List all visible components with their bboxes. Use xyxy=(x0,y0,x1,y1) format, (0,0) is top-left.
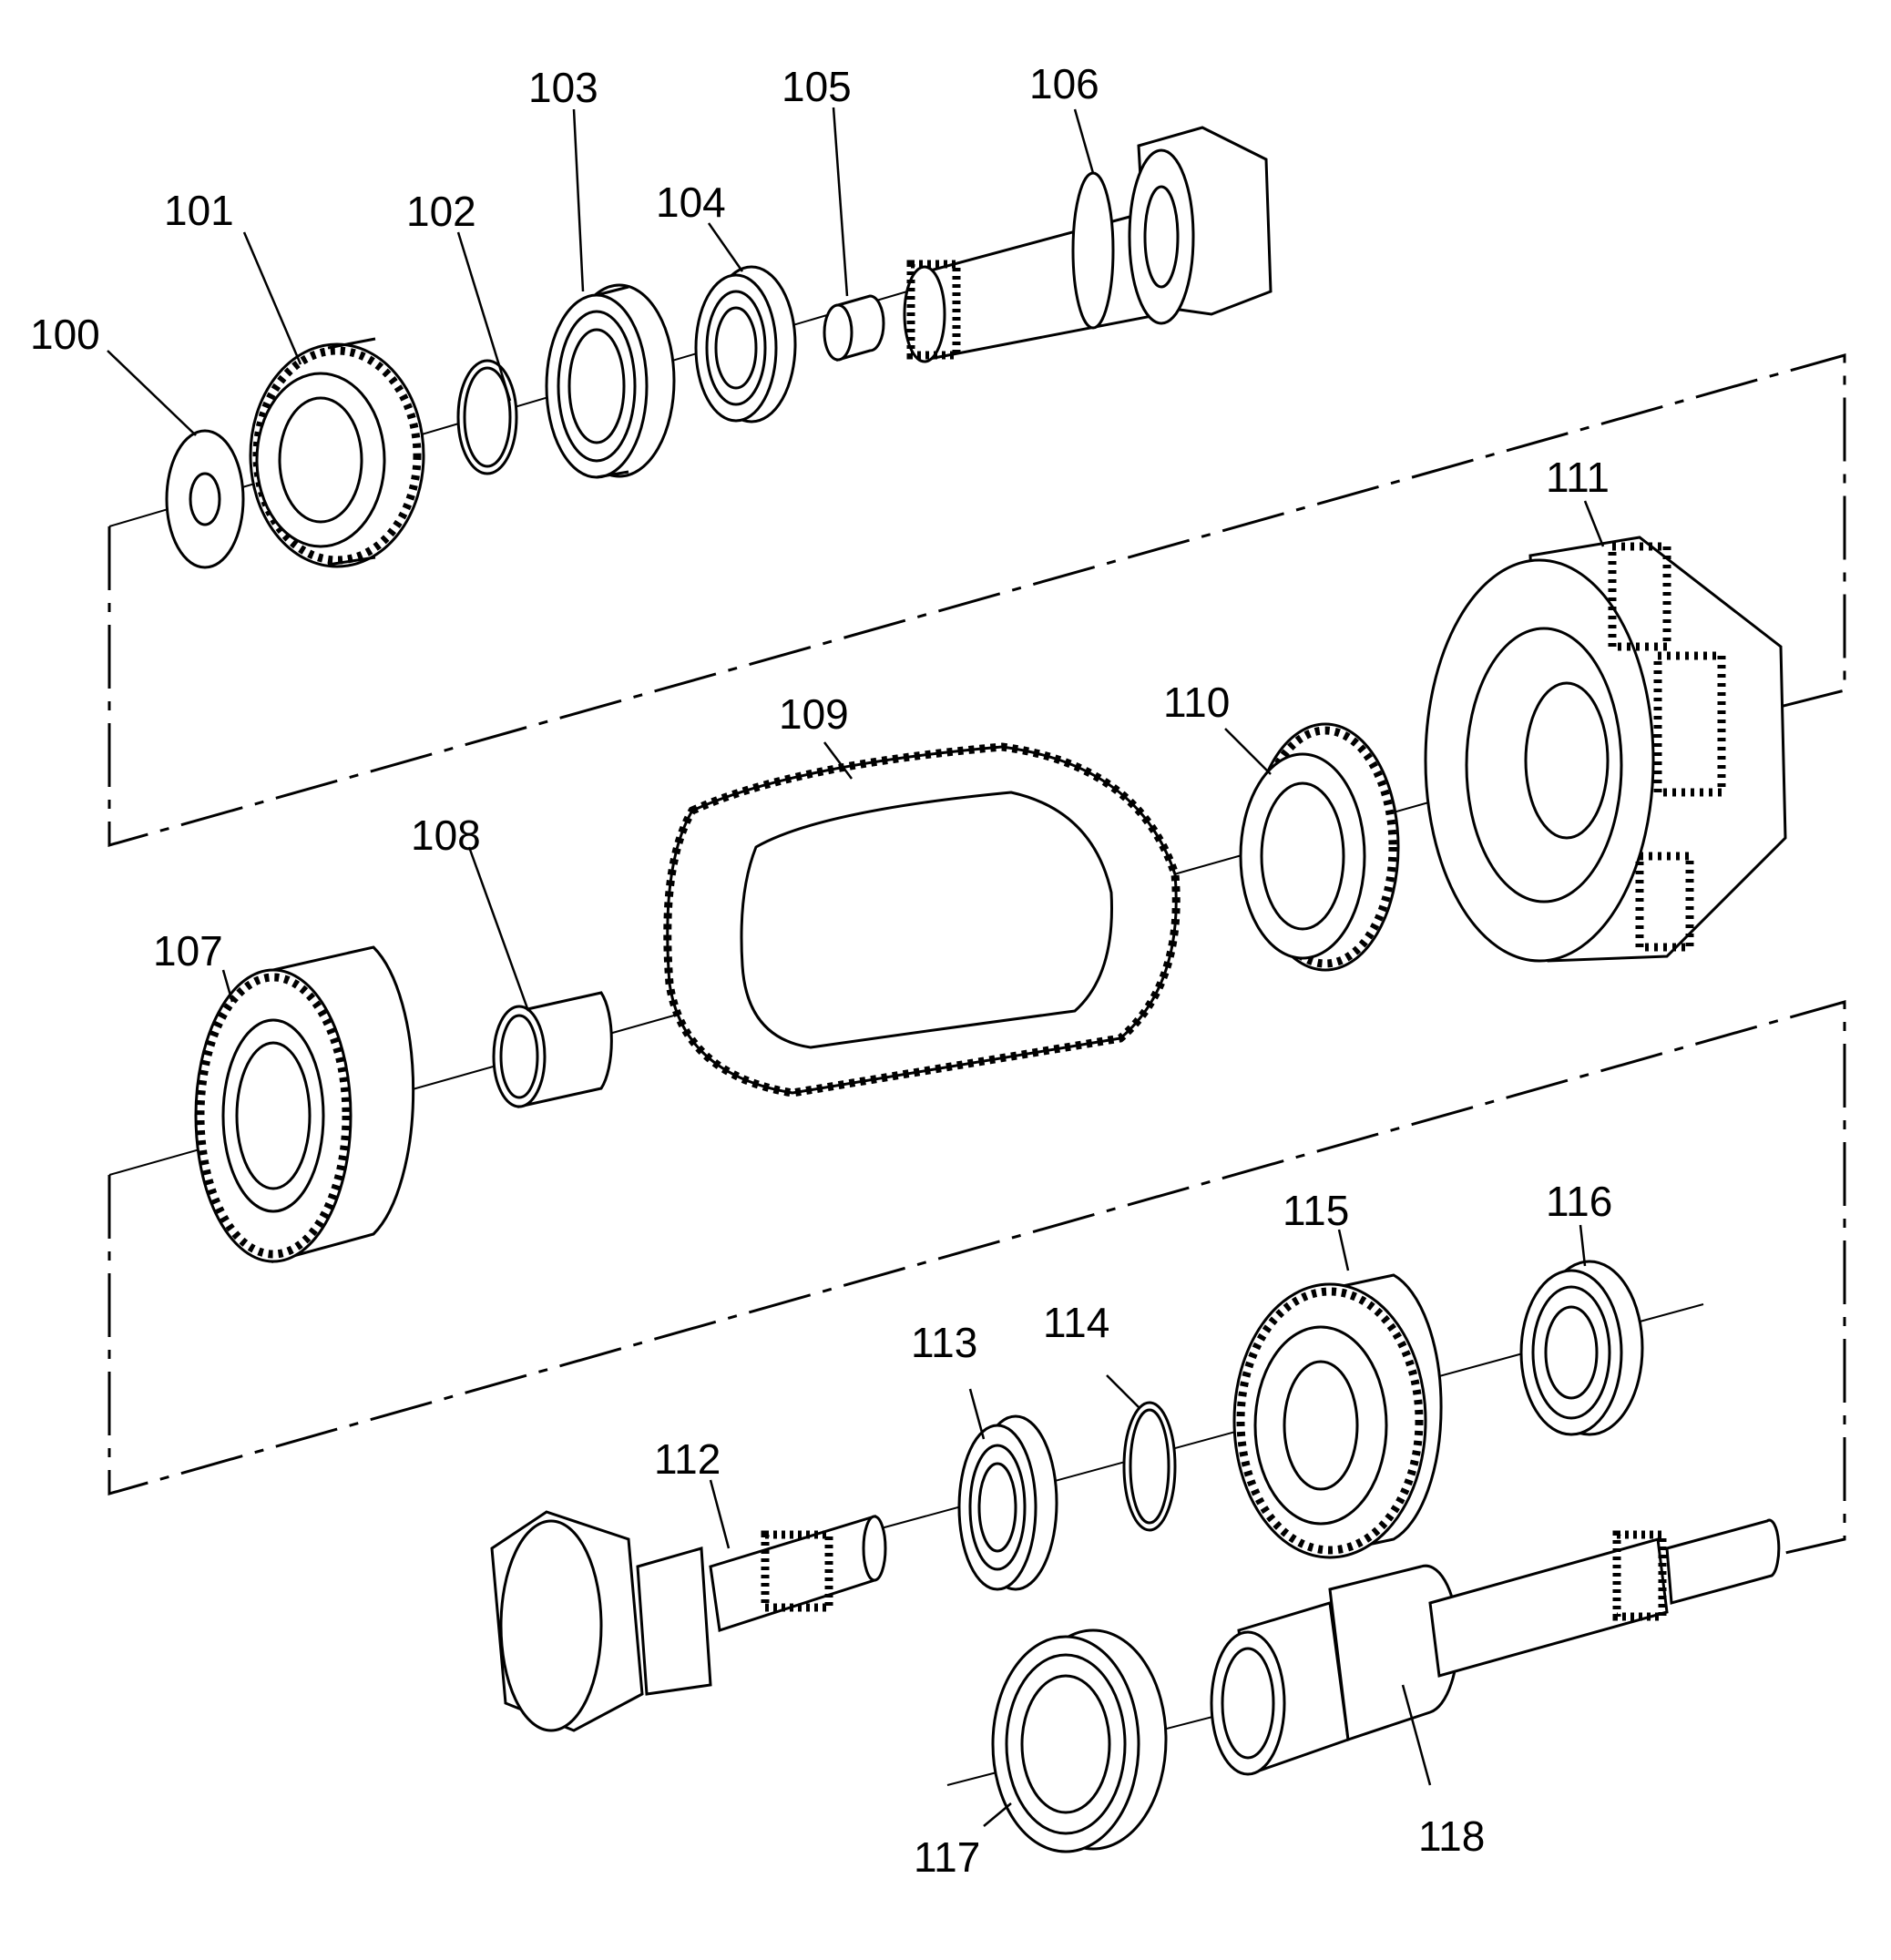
bearing-icon xyxy=(957,1414,1058,1591)
callout-107: 107 xyxy=(153,927,223,975)
gear-icon xyxy=(194,945,415,1263)
snap-ring-icon xyxy=(1122,1401,1177,1532)
shaft-icon xyxy=(1210,1518,1781,1776)
callout-112: 112 xyxy=(654,1435,721,1483)
callout-116: 116 xyxy=(1546,1178,1612,1225)
bearing-icon xyxy=(991,1628,1168,1853)
callout-labels: 100 101 102 103 104 105 106 107 108 109 … xyxy=(30,60,1612,1881)
callout-111: 111 xyxy=(1546,454,1610,501)
bushing-icon xyxy=(823,294,885,362)
callout-105: 105 xyxy=(782,63,852,110)
shaft-icon xyxy=(490,1510,887,1732)
bearing-icon xyxy=(694,265,797,424)
callout-115: 115 xyxy=(1283,1187,1349,1234)
gear-icon xyxy=(1232,1273,1443,1559)
callout-117: 117 xyxy=(914,1833,980,1881)
callout-118: 118 xyxy=(1418,1812,1485,1860)
callout-114: 114 xyxy=(1043,1299,1109,1346)
callout-108: 108 xyxy=(411,812,481,859)
gear-icon xyxy=(1239,722,1400,972)
shaft-icon xyxy=(903,126,1273,363)
planetary-carrier-icon xyxy=(1424,536,1787,963)
bearing-icon xyxy=(545,283,676,479)
callout-103: 103 xyxy=(528,64,598,111)
callout-106: 106 xyxy=(1029,60,1099,107)
bearing-icon xyxy=(1519,1260,1644,1436)
leader-lines xyxy=(107,107,1605,1827)
washer-icon xyxy=(165,429,245,569)
callout-100: 100 xyxy=(30,311,100,358)
gear-icon xyxy=(249,337,425,568)
callout-109: 109 xyxy=(779,690,849,738)
callout-101: 101 xyxy=(164,187,234,234)
bushing-icon xyxy=(492,991,613,1108)
callout-113: 113 xyxy=(911,1319,977,1366)
snap-ring-icon xyxy=(456,359,518,475)
callout-110: 110 xyxy=(1163,679,1230,726)
axis-line-row-1 xyxy=(108,281,939,527)
callout-102: 102 xyxy=(406,188,476,235)
chain-icon xyxy=(663,742,1181,1097)
callout-104: 104 xyxy=(656,179,726,226)
